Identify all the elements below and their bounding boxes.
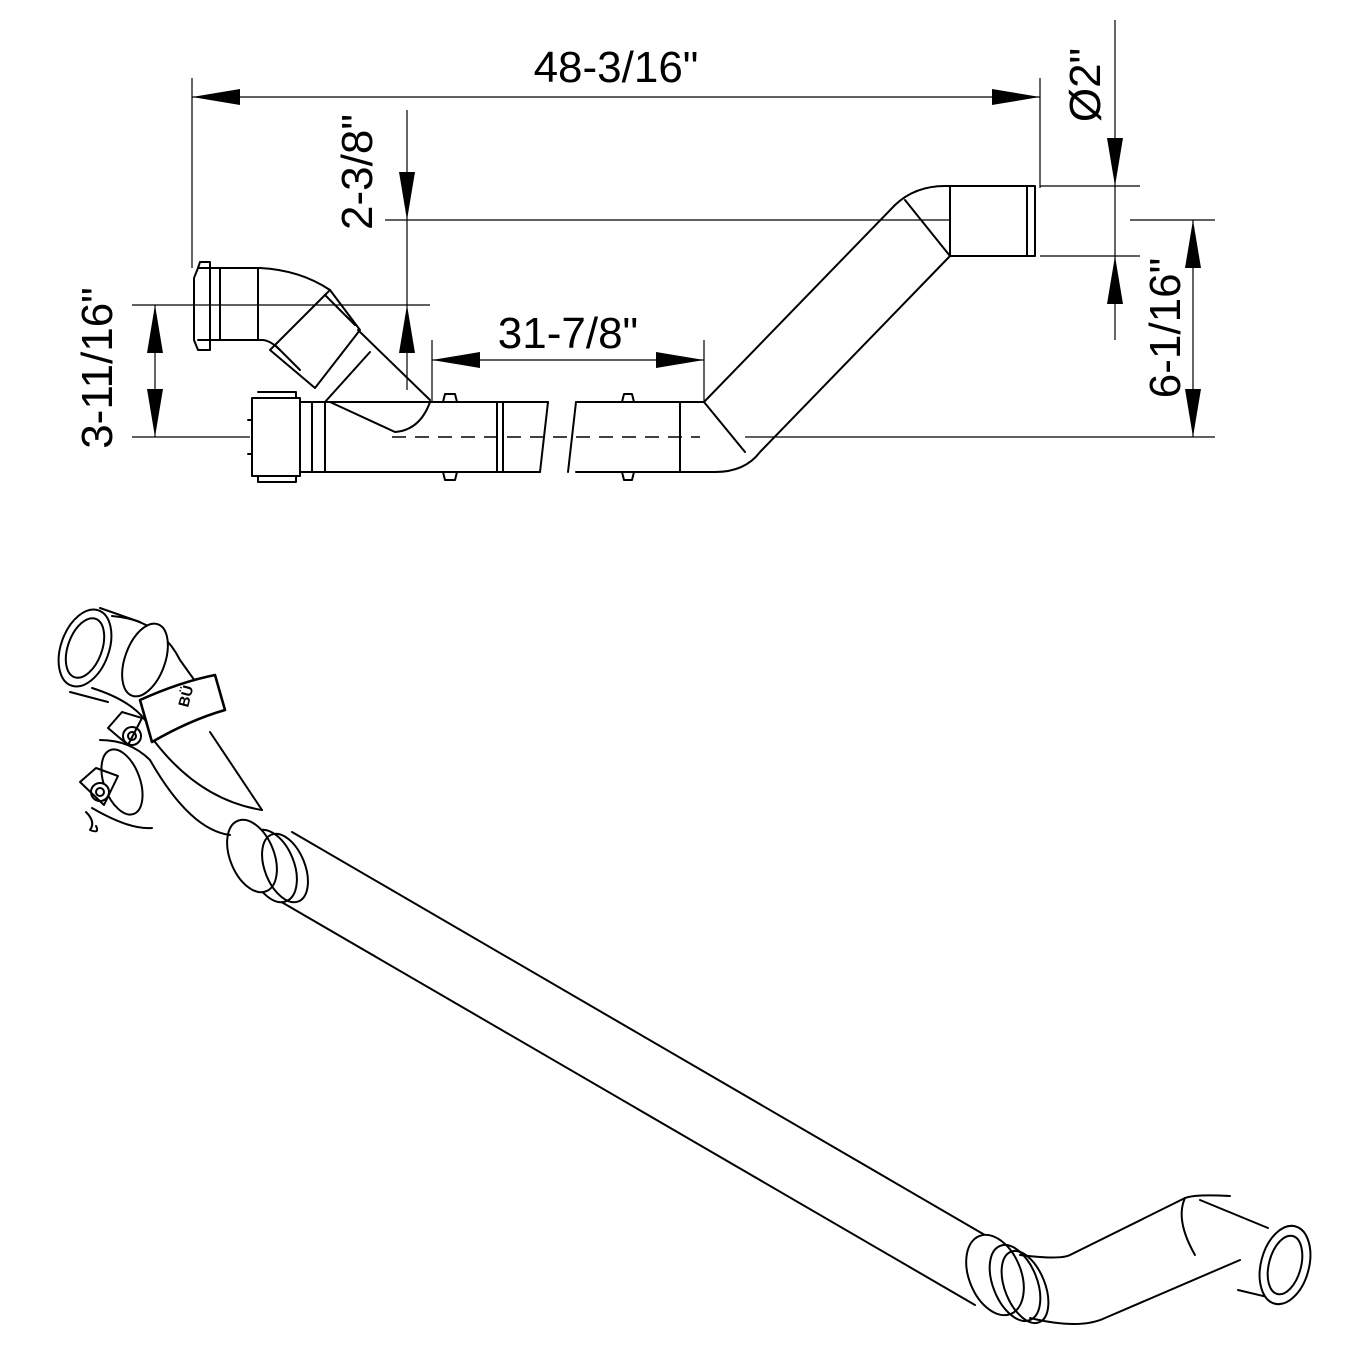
dimension-top-offset: 2-3/8" (333, 110, 415, 390)
dimension-diameter: Ø2" (1061, 20, 1123, 340)
left-fitting-assembly (193, 261, 700, 483)
dimension-overall-length: 48-3/16" (192, 43, 1040, 105)
isometric-view: BÜ (57, 607, 1312, 1325)
right-pipe-bend (567, 185, 1036, 481)
iso-main-pipe (226, 818, 991, 1306)
dimension-right-offset: 6-1/16" (1141, 220, 1201, 437)
right-offset-label: 6-1/16" (1141, 258, 1190, 398)
left-offset-label: 3-11/16" (73, 287, 122, 449)
extension-lines (132, 78, 1215, 438)
iso-left-end: BÜ (57, 607, 263, 836)
top-offset-label: 2-3/8" (333, 114, 382, 230)
dimension-left-offset: 3-11/16" (73, 287, 163, 449)
dimension-pipe-length: 31-7/8" (432, 309, 704, 368)
diameter-label: Ø2" (1061, 48, 1110, 122)
overall-length-label: 48-3/16" (534, 43, 699, 92)
brand-mark: BÜ (175, 684, 197, 709)
iso-right-end (965, 1194, 1312, 1325)
pipe-length-label: 31-7/8" (498, 309, 638, 358)
side-view: 48-3/16" 2-3/8" 3-11/16" 31-7/8" (73, 20, 1215, 483)
